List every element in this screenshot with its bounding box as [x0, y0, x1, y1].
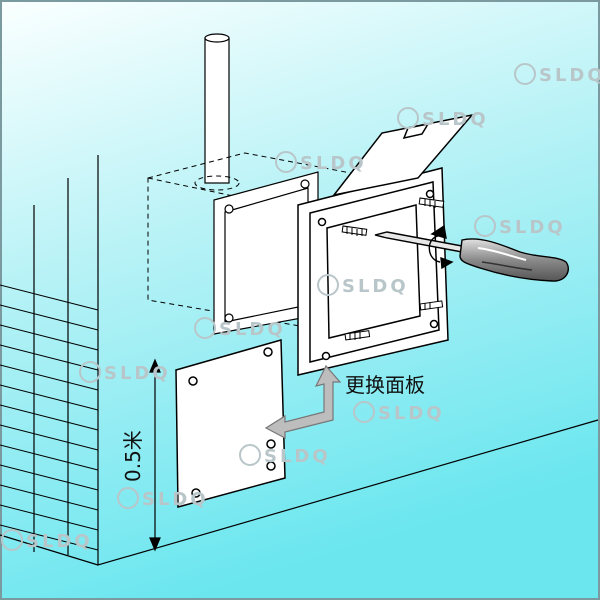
watermark-text: SLDQ	[539, 65, 600, 86]
panel-lid	[332, 113, 474, 197]
watermark-text: SLDQ	[342, 276, 409, 297]
watermarks: SLDQ SLDQ SLDQ SLDQ SLDQ SLDQ SLDQ SLDQ	[1, 63, 600, 552]
height-label: 0.5米	[121, 430, 145, 482]
screw-bottom-right	[419, 300, 444, 311]
screw-bottom-left	[344, 330, 371, 341]
watermark-2: SLDQ	[397, 107, 489, 130]
watermark-text: SLDQ	[219, 319, 286, 340]
cover-plate	[175, 339, 286, 508]
watermark-7: SLDQ	[79, 361, 171, 384]
screw-top-right	[418, 197, 445, 208]
rotation-arrow-icon	[428, 224, 454, 270]
screw-top-left	[341, 225, 368, 236]
watermark-1: SLDQ	[514, 63, 600, 86]
replace-direction-arrow-icon	[264, 364, 342, 439]
replace-panel-label: 更换面板	[345, 373, 425, 397]
watermark-4: SLDQ	[474, 215, 566, 238]
watermark-text: SLDQ	[26, 531, 93, 552]
screws	[341, 197, 445, 341]
watermark-10: SLDQ	[117, 487, 209, 510]
watermark-text: SLDQ	[300, 153, 367, 174]
watermark-5: SLDQ	[317, 274, 409, 297]
watermark-3: SLDQ	[275, 151, 367, 174]
watermark-text: SLDQ	[378, 403, 445, 424]
watermark-9: SLDQ	[239, 444, 331, 467]
watermark-text: SLDQ	[499, 217, 566, 238]
watermark-8: SLDQ	[353, 401, 445, 424]
wall-tile-grid	[0, 284, 99, 551]
watermark-11: SLDQ	[1, 529, 93, 552]
watermark-6: SLDQ	[194, 317, 286, 340]
watermark-text: SLDQ	[264, 446, 331, 467]
height-dimension	[149, 358, 161, 552]
screwdriver	[374, 231, 570, 282]
conduit-pipe	[204, 33, 230, 184]
watermark-text: SLDQ	[422, 109, 489, 130]
watermark-text: SLDQ	[104, 363, 171, 384]
watermark-text: SLDQ	[142, 489, 209, 510]
